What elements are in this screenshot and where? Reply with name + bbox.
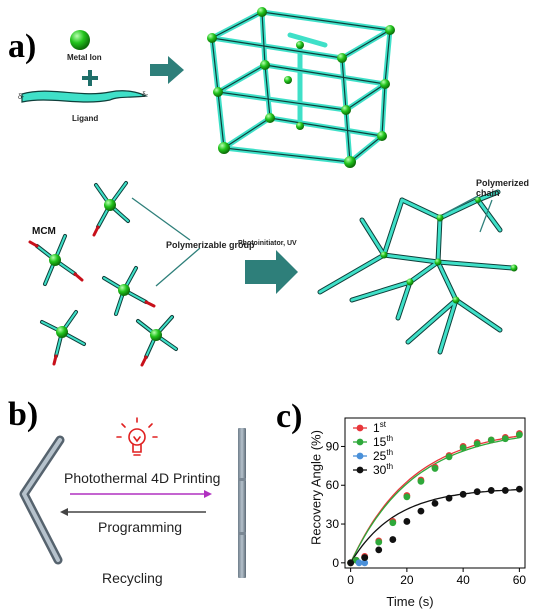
- data-point: [431, 465, 439, 472]
- polymerizable-pointers: [131, 197, 201, 287]
- panel-b-label: b): [8, 396, 39, 433]
- mcm-label: MCM: [32, 226, 56, 237]
- data-point: [403, 518, 411, 525]
- x-tick-label: 40: [456, 573, 470, 587]
- polymerized-network: [317, 189, 518, 355]
- mcm-monomers: [28, 181, 178, 367]
- data-point: [389, 536, 397, 543]
- x-axis-label: Time (s): [386, 594, 434, 609]
- x-tick-label: 60: [513, 573, 527, 587]
- y-tick-label: 90: [326, 439, 340, 453]
- delta-left-label: δ-: [18, 94, 25, 101]
- data-point: [403, 493, 411, 501]
- forward-arrow: [70, 490, 212, 498]
- data-point: [417, 477, 425, 485]
- data-point: [361, 554, 369, 562]
- data-point: [459, 444, 467, 452]
- data-point: [375, 538, 383, 546]
- ligand-strand: [21, 90, 148, 103]
- plot-frame: [344, 417, 526, 569]
- data-point: [515, 431, 523, 439]
- data-point: [473, 488, 481, 496]
- metal-ion-label: Metal Ion: [67, 53, 102, 62]
- data-point: [501, 435, 509, 443]
- delta-right-label: δ-: [142, 92, 149, 99]
- data-point: [347, 559, 355, 567]
- photoinitiator-label: Photoinitiator, UV: [238, 240, 297, 247]
- lightbulb-icon: [116, 417, 158, 456]
- polymerized-chain-label: Polymerized chain: [476, 178, 530, 198]
- arrow-a-uv: [245, 250, 298, 294]
- y-tick-label: 60: [326, 478, 340, 492]
- legend-marker: [356, 424, 364, 432]
- photothermal-printing-text: Photothermal 4D Printing: [64, 470, 221, 486]
- lattice-metal-nodes: [207, 7, 395, 168]
- data-point: [459, 490, 467, 498]
- legend-marker: [356, 438, 364, 446]
- legend-label: 1st: [373, 420, 387, 435]
- legend-marker: [356, 452, 364, 460]
- data-point: [375, 546, 383, 554]
- polymerizable-group-label: Polymerizable group: [166, 240, 255, 250]
- x-tick-label: 0: [347, 573, 354, 587]
- data-point: [389, 519, 397, 527]
- metal-organic-lattice: [209, 9, 393, 165]
- y-tick-label: 30: [326, 517, 340, 531]
- data-point: [501, 487, 509, 494]
- legend-marker: [356, 466, 364, 474]
- legend-label: 15th: [373, 434, 393, 449]
- x-tick-label: 20: [400, 573, 414, 587]
- panel-a-label: a): [8, 28, 37, 65]
- data-point: [361, 559, 369, 567]
- plus-sign: [82, 70, 98, 86]
- back-arrow: [60, 508, 206, 516]
- metal-ion-sphere: [70, 30, 90, 50]
- data-point: [431, 499, 439, 507]
- panel-c-label: c): [276, 398, 303, 435]
- legend-label: 30th: [373, 462, 393, 477]
- data-point: [473, 440, 481, 448]
- ligand-label: Ligand: [72, 114, 99, 123]
- legend-label: 25th: [373, 448, 393, 463]
- data-point: [355, 559, 363, 567]
- recycling-text: Recycling: [102, 570, 163, 586]
- polymerized-pointers: [443, 195, 493, 233]
- data-point: [445, 494, 453, 502]
- data-point: [515, 485, 523, 493]
- arrow-a-top: [150, 56, 184, 84]
- data-point: [487, 487, 495, 494]
- data-point: [417, 507, 425, 515]
- y-tick-label: 0: [332, 556, 339, 570]
- data-point: [445, 453, 453, 461]
- straight-rod: [238, 428, 246, 578]
- data-point: [487, 436, 495, 444]
- programming-text: Programming: [98, 519, 183, 535]
